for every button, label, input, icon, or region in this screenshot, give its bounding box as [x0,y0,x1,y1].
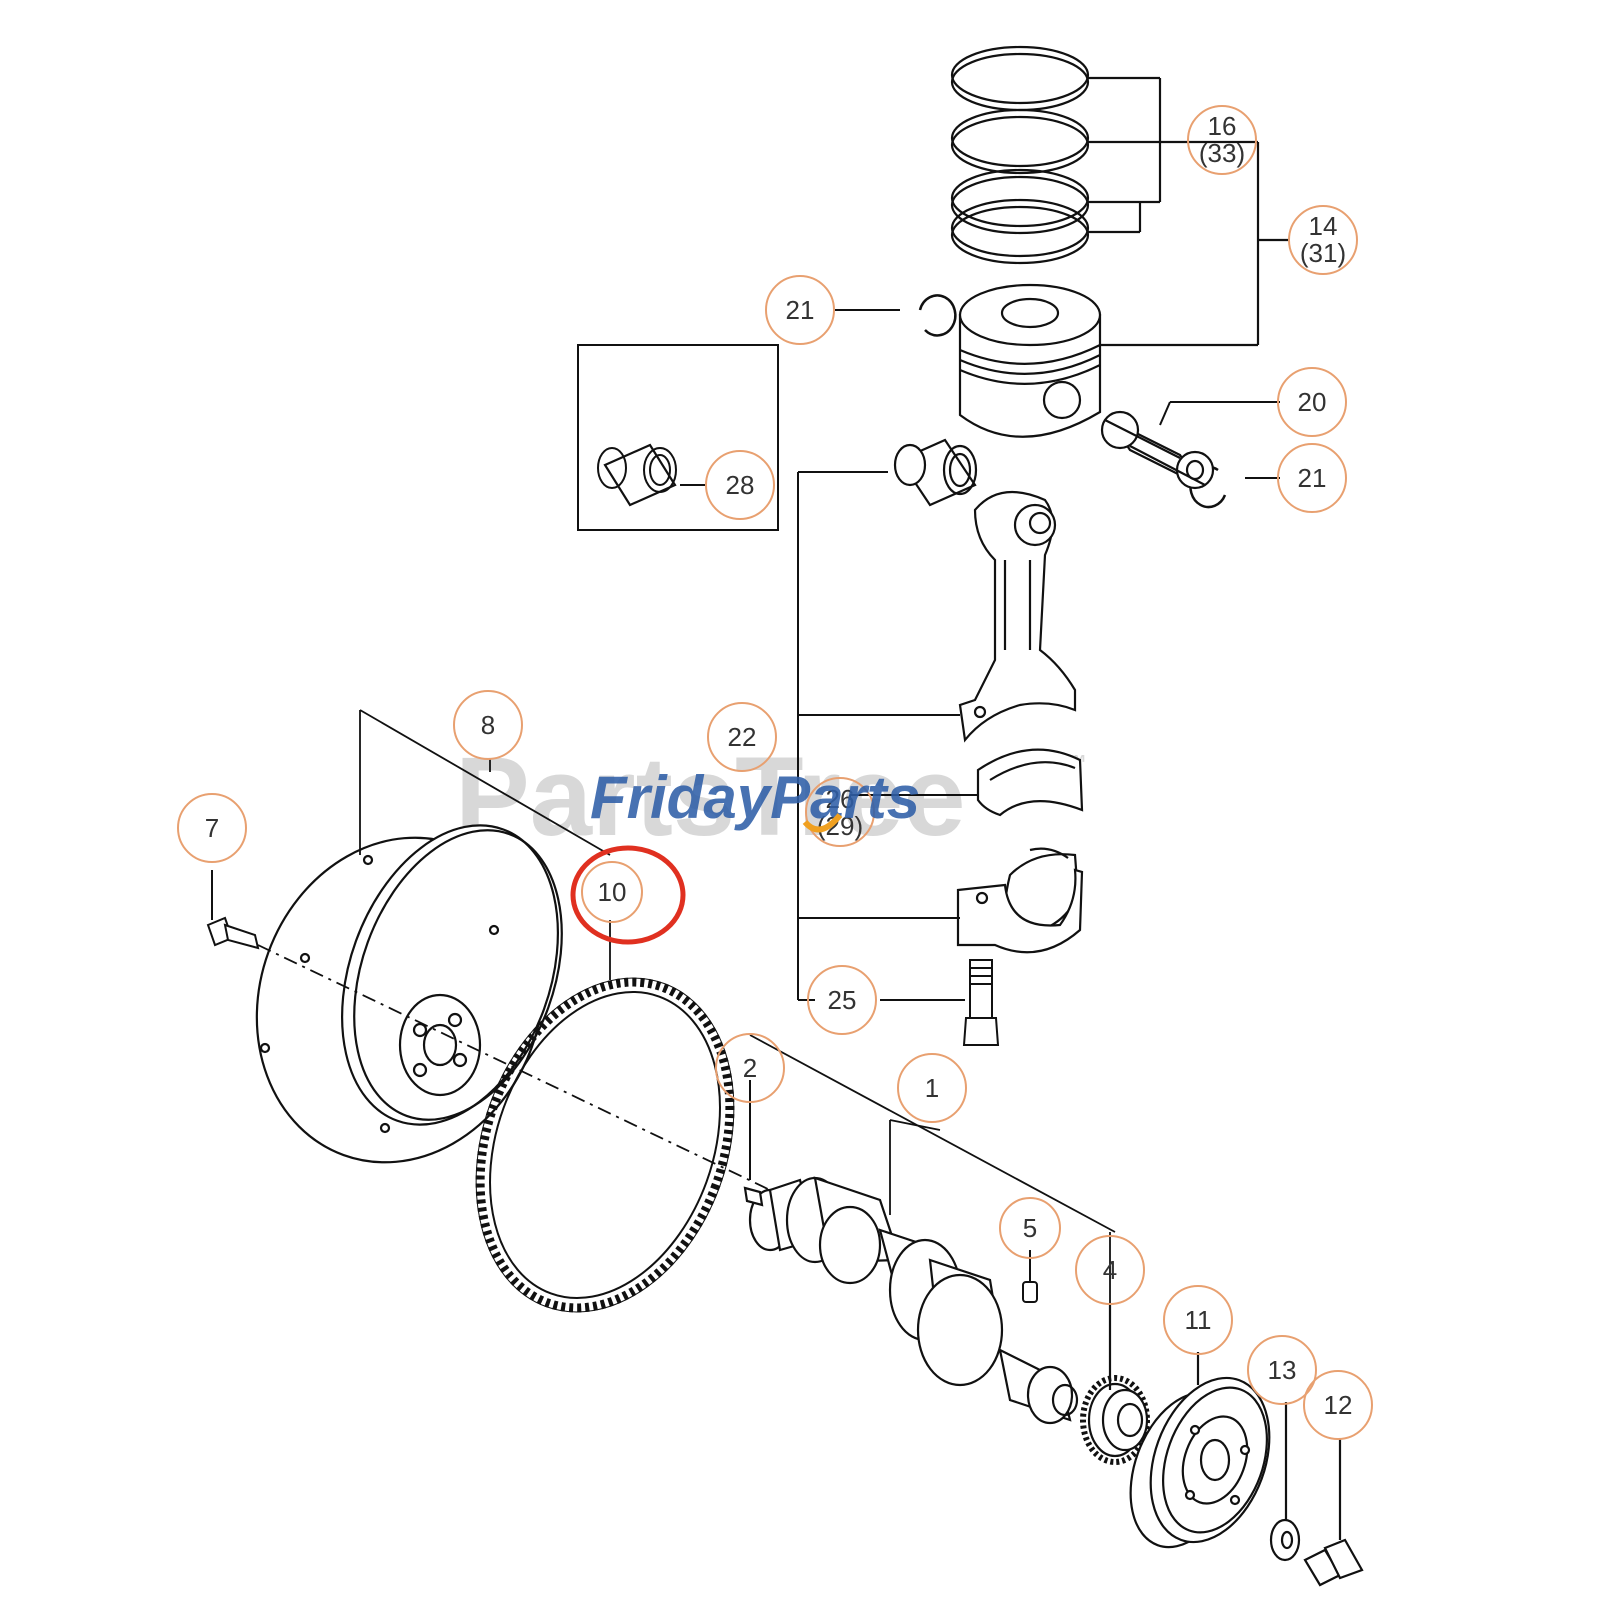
callout-5[interactable]: 5 [999,1197,1061,1259]
brand-swoosh-icon [802,813,843,833]
partstree-watermark: PartsTree ™ [455,734,1087,859]
callout-20-number: 20 [1298,387,1327,417]
callout-22-number: 22 [728,722,757,752]
pulley-bolt [1303,1438,1364,1587]
callout-16[interactable]: 16 (33) [1187,105,1257,175]
crankshaft [743,1176,1079,1425]
rod-bolt [880,959,1000,1046]
callout-12[interactable]: 12 [1303,1370,1373,1440]
callout-16-sub: (33) [1199,138,1245,168]
callout-21-lower[interactable]: 21 [1277,443,1347,513]
flywheel [255,824,563,1164]
callout-26-number: 26 [826,784,855,814]
callout-13[interactable]: 13 [1247,1335,1317,1405]
callout-21-upper-number: 21 [786,295,815,325]
crank-pulley [1129,1352,1271,1549]
callout-11[interactable]: 11 [1163,1285,1233,1355]
callout-12-number: 12 [1324,1390,1353,1420]
assembly-leader-lines [257,709,1116,1305]
piston-rings [950,45,1290,345]
callout-28-number: 28 [726,470,755,500]
highlight-ring [570,845,686,945]
callout-7[interactable]: 7 [177,793,247,863]
callout-10[interactable]: 10 [570,845,686,945]
callout-25[interactable]: 25 [807,965,877,1035]
piston [958,283,1258,438]
callout-11-number: 11 [1185,1305,1212,1335]
connecting-rod [958,490,1077,743]
callout-14-sub: (31) [1300,238,1346,268]
callout-20[interactable]: 20 [1277,367,1347,437]
callout-28[interactable]: 28 [705,450,775,520]
callout-22-bracket [797,471,978,1001]
callout-8-number: 8 [481,710,495,740]
washer [1269,1402,1301,1562]
callout-14[interactable]: 14 (31) [1288,205,1358,275]
callout-7-number: 7 [205,813,219,843]
bearing-shell-upper [976,748,1084,817]
small-end-bushing [893,438,978,507]
callout-8[interactable]: 8 [453,690,523,760]
watermark-text: PartsTree [455,734,966,859]
callout-10-number: 10 [598,877,627,907]
callout-2-number: 2 [743,1053,757,1083]
woodruff-key [1022,1250,1038,1303]
callout-14-number: 14 [1309,211,1338,241]
connecting-rod-cap [956,868,1084,954]
callout-16-number: 16 [1208,111,1237,141]
callout-2[interactable]: 2 [715,1033,785,1103]
circlip-upper [835,294,957,337]
callout-5-number: 5 [1023,1213,1037,1243]
callout-21-upper[interactable]: 21 [765,275,835,345]
brand-friday: Friday [590,764,773,831]
bushing-inset-box [577,344,779,531]
flywheel-bolt [206,870,260,950]
callout-1-number: 1 [925,1073,939,1103]
fridayparts-watermark: FridayParts [590,764,920,833]
crank-gear [1080,1305,1150,1465]
ring-gear [475,977,735,1313]
callout-25-number: 25 [828,985,857,1015]
callout-4-number: 4 [1103,1255,1117,1285]
svg-text:FridayParts: FridayParts [590,764,920,831]
callout-13-number: 13 [1268,1355,1297,1385]
brand-parts: Parts [770,764,920,831]
callout-4[interactable]: 4 [1075,1235,1145,1305]
callout-22[interactable]: 22 [707,702,777,772]
callout-21-lower-number: 21 [1298,463,1327,493]
piston-pin [1100,401,1280,490]
callout-1[interactable]: 1 [897,1053,967,1123]
